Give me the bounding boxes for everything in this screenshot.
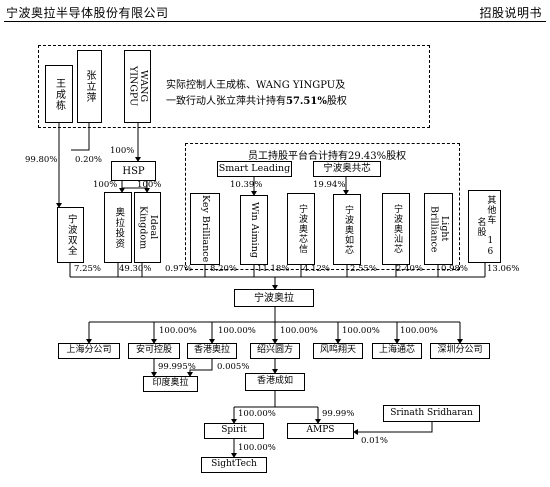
- pct-aoruxin: 2.55%: [350, 264, 378, 274]
- pct-gongxin: 19.94%: [313, 180, 346, 190]
- hsp-box: HSP: [111, 161, 156, 181]
- pct-ideal: 0.97%: [165, 264, 193, 274]
- pct-smart-leading: 10.39%: [230, 180, 263, 190]
- anke-holdings-box: 安可控股: [128, 343, 180, 359]
- shenzhen-branch-box: 深圳分公司: [430, 343, 490, 359]
- controller-note-suffix: 股权: [326, 96, 347, 107]
- pct-others: 13.06%: [487, 264, 520, 274]
- smart-leading-box: Smart Leading: [217, 161, 292, 177]
- sighttech-box: SightTech: [201, 457, 267, 473]
- spirit-box: Spirit: [204, 423, 264, 439]
- company-name: 宁波奥拉半导体股份有限公司: [6, 6, 169, 20]
- page-header: 宁波奥拉半导体股份有限公司 招股说明书: [0, 0, 550, 24]
- fengming-xiangtian-box: 风鸣翔天: [313, 343, 363, 359]
- pct-spirit: 100.00%: [238, 409, 276, 419]
- pct-anke-india: 99.995%: [158, 362, 196, 372]
- pct-wangyingpu-hsp: 100%: [110, 146, 135, 156]
- ningbo-aoruxin-box: 宁波奥如芯: [333, 194, 361, 265]
- header-rule: [4, 21, 546, 22]
- key-brilliance-box: Key Brilliance: [190, 193, 220, 265]
- controller-note-percent: 57.51%: [286, 96, 327, 107]
- india-aola-box: 印度奥拉: [143, 376, 198, 392]
- pct-hsp-aotou: 100%: [93, 180, 118, 190]
- controller-note-prefix: 一致行动人张立萍共计持有: [166, 96, 286, 107]
- srinath-sridharan-box: Srinath Sridharan: [383, 405, 480, 422]
- arrowheads: [56, 157, 463, 458]
- line-hsp-children: [121, 181, 148, 189]
- controller-note-line2: 一致行动人张立萍共计持有57.51%股权: [166, 92, 347, 107]
- win-aiming-box: Win Aiming: [240, 195, 268, 265]
- ningbo-aogongxin-box: 宁波奥共芯: [313, 161, 381, 177]
- pct-hkaola-india: 0.005%: [217, 362, 250, 372]
- ningbo-aoxinxin-box: 宁波奥芯信: [287, 193, 315, 265]
- other-shareholders-box: 其他车 16名股: [468, 190, 501, 263]
- ideal-kingdom-box: Ideal Kingdom: [134, 192, 161, 263]
- pct-win: 11.18%: [257, 264, 290, 274]
- pct-amps: 99.99%: [322, 409, 355, 419]
- pct-light: 0.98%: [441, 264, 469, 274]
- ningbo-aoshanxin-box: 宁波奥汕芯: [382, 193, 410, 265]
- shanghai-tongxin-box: 上海通芯: [372, 343, 422, 359]
- hongkong-chengru-box: 香港成如: [245, 373, 305, 391]
- shaoxing-yuanfang-box: 绍兴圆方: [250, 343, 300, 359]
- ningbo-shuangquan-box: 宁波双全: [57, 207, 84, 263]
- esop-group: [185, 143, 460, 270]
- pct-sub-anke: 100.00%: [159, 326, 197, 336]
- pct-sub-tongxin: 100.00%: [400, 326, 438, 336]
- controller-note-line1: 实际控制人王成栋、WANG YINGPU及: [166, 80, 346, 91]
- pct-wang-shuangquan: 99.80%: [25, 155, 58, 165]
- shanghai-branch-box: 上海分公司: [58, 343, 120, 359]
- controller-wang-chengdong: 王成栋: [45, 65, 73, 123]
- esop-title: 员工持股平台合计持有29.43%股权: [248, 151, 407, 162]
- pct-key: 8.20%: [210, 264, 238, 274]
- pct-aoxinxin: 4.12%: [303, 264, 331, 274]
- parent-ningbo-aola: 宁波奥拉: [234, 289, 314, 307]
- pct-sub-shaoxing: 100.00%: [280, 326, 318, 336]
- light-brilliance-box: Light Brilliance: [424, 193, 453, 265]
- controller-zhang-liping: 张立萍: [77, 50, 102, 123]
- pct-srinath: 0.01%: [361, 436, 389, 446]
- line-p2-shuangquan: [71, 123, 90, 151]
- pct-aoshanxin: 2.40%: [396, 264, 424, 274]
- controller-wang-yingpu: WANG YINGPU: [124, 50, 151, 123]
- amps-box: AMPS: [287, 423, 354, 439]
- document-type: 招股说明书: [479, 6, 542, 20]
- pct-sub-fengming: 100.00%: [342, 326, 380, 336]
- pct-shuangquan: 7.25%: [74, 264, 102, 274]
- pct-sub-hkaola: 100.00%: [218, 326, 256, 336]
- pct-sighttech: 100.00%: [238, 443, 276, 453]
- pct-zhang-shuangquan: 0.20%: [75, 155, 103, 165]
- controller-group: [38, 45, 430, 128]
- hongkong-aola-box: 香港奥拉: [187, 343, 237, 359]
- pct-hsp-ideal: 100%: [137, 180, 162, 190]
- aola-investment-box: 奥拉投资: [104, 192, 132, 263]
- pct-aotou: 49.30%: [119, 264, 152, 274]
- line-srinath-amps: [354, 422, 433, 433]
